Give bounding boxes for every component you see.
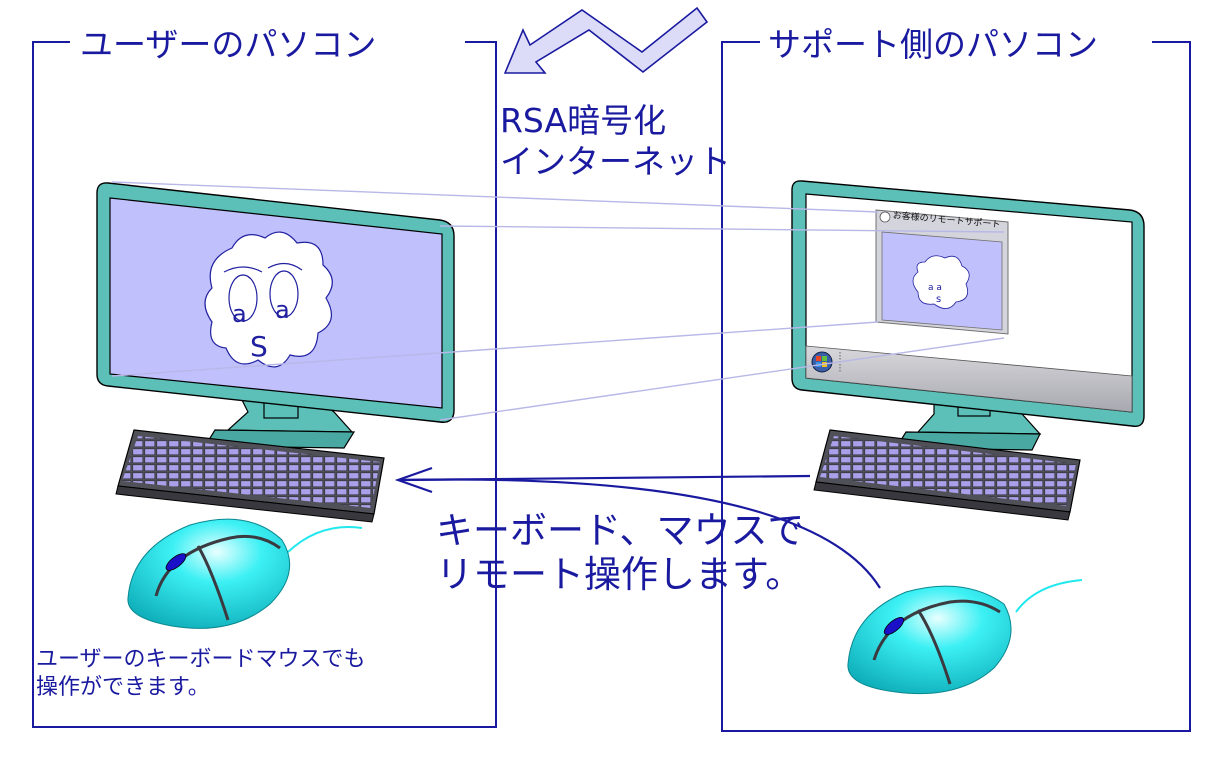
- user-keyboard: [115, 429, 385, 523]
- remote-support-window: a a s: [875, 209, 1009, 335]
- support-keyboard: [813, 429, 1081, 521]
- remote-control-line1: キーボード、マウスで: [436, 509, 805, 552]
- svg-text:a: a: [232, 300, 247, 328]
- remote-control-line2: リモート操作します。: [436, 553, 803, 596]
- asa-mascot-logo: a a S: [204, 231, 333, 368]
- user-mouse: [127, 518, 363, 629]
- user-pc-frame: [32, 41, 497, 728]
- connection-line2: インターネット: [500, 142, 731, 181]
- svg-text:S: S: [250, 330, 268, 363]
- support-pc-frame: [721, 41, 1191, 732]
- start-orb-icon: [811, 351, 833, 373]
- svg-text:s: s: [936, 294, 941, 305]
- svg-text:a: a: [275, 296, 290, 324]
- connection-line1: RSA暗号化: [500, 101, 667, 140]
- user-pc-title: ユーザーのパソコン: [74, 27, 383, 63]
- svg-text:a a: a a: [928, 283, 942, 293]
- user-note-line1: ユーザーのキーボードマウスでも: [36, 647, 366, 672]
- user-monitor: a a S: [96, 182, 455, 449]
- user-note-line2: 操作ができます。: [36, 675, 210, 700]
- projection-lines: [111, 181, 1005, 421]
- support-mouse: [847, 579, 1083, 695]
- remote-control-arrow: [394, 466, 881, 589]
- internet-arrow: [503, 6, 709, 74]
- support-pc-title: サポート側のパソコン: [762, 27, 1104, 63]
